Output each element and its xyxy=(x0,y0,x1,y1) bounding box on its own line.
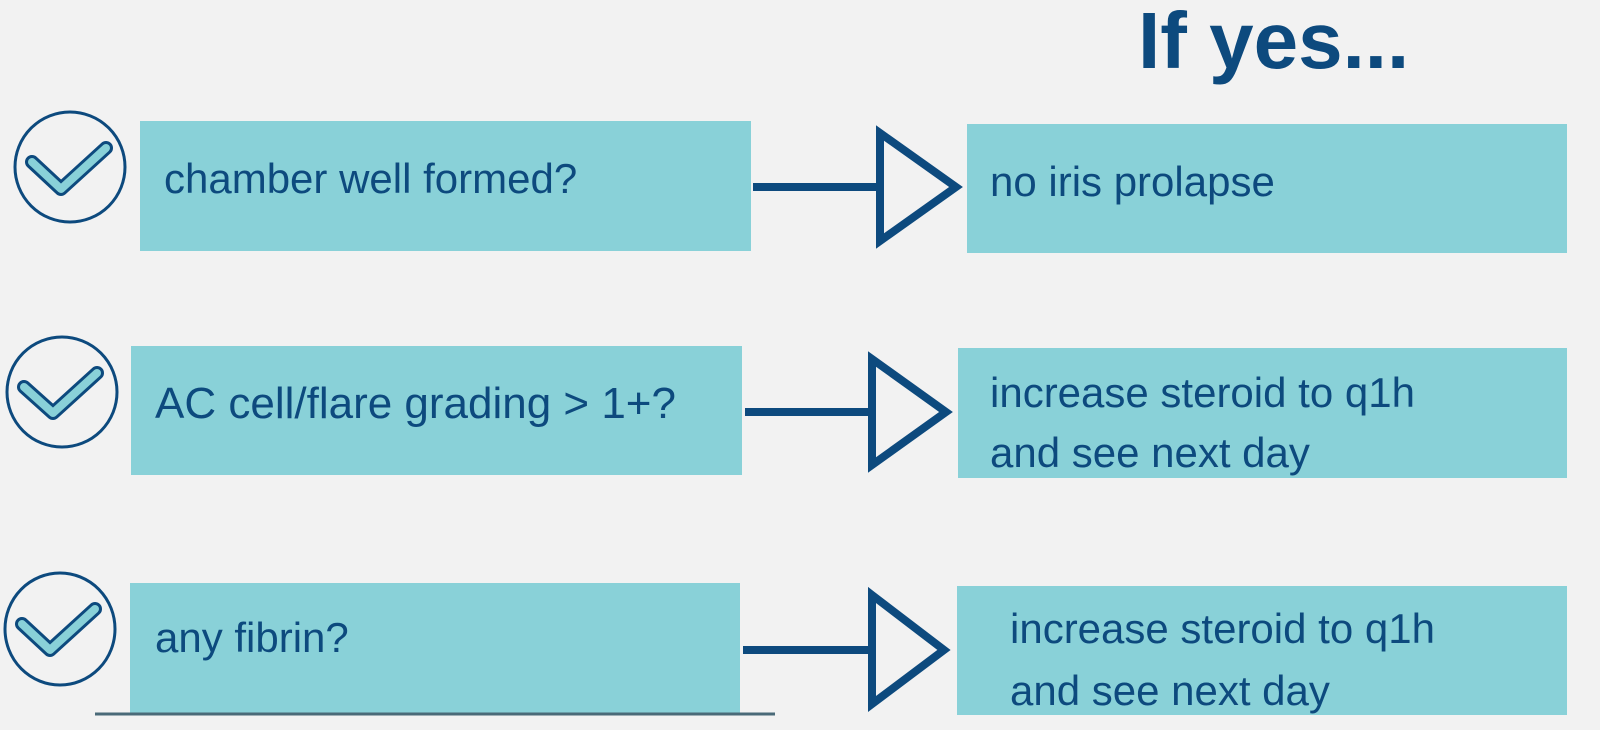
diagram-title: If yes... xyxy=(1138,0,1409,85)
arrow-head-icon xyxy=(876,125,963,249)
question-text: AC cell/flare grading > 1+? xyxy=(155,379,676,428)
question-box xyxy=(131,346,742,475)
result-text-line-1: increase steroid to q1h xyxy=(1010,605,1435,652)
row-2: AC cell/flare grading > 1+? increase ste… xyxy=(5,335,1567,478)
result-text-line-2: and see next day xyxy=(990,429,1310,476)
question-text: chamber well formed? xyxy=(164,155,577,202)
row-3: any fibrin? increase steroid to q1h and … xyxy=(3,571,1567,716)
arrow-head-icon xyxy=(868,586,951,712)
result-text-line-1: increase steroid to q1h xyxy=(990,369,1415,416)
check-circle-icon xyxy=(13,110,127,224)
arrow-head-icon xyxy=(868,351,953,473)
question-box xyxy=(140,121,751,251)
check-circle-icon xyxy=(5,335,119,449)
result-box xyxy=(958,348,1567,478)
result-text-line-2: and see next day xyxy=(1010,667,1330,714)
question-box xyxy=(130,583,740,713)
question-text: any fibrin? xyxy=(155,614,349,661)
result-text: no iris prolapse xyxy=(990,158,1275,205)
check-circle-icon xyxy=(3,571,117,687)
result-box xyxy=(967,124,1567,253)
row-1: chamber well formed? no iris prolapse xyxy=(13,110,1567,253)
result-box xyxy=(957,586,1567,715)
